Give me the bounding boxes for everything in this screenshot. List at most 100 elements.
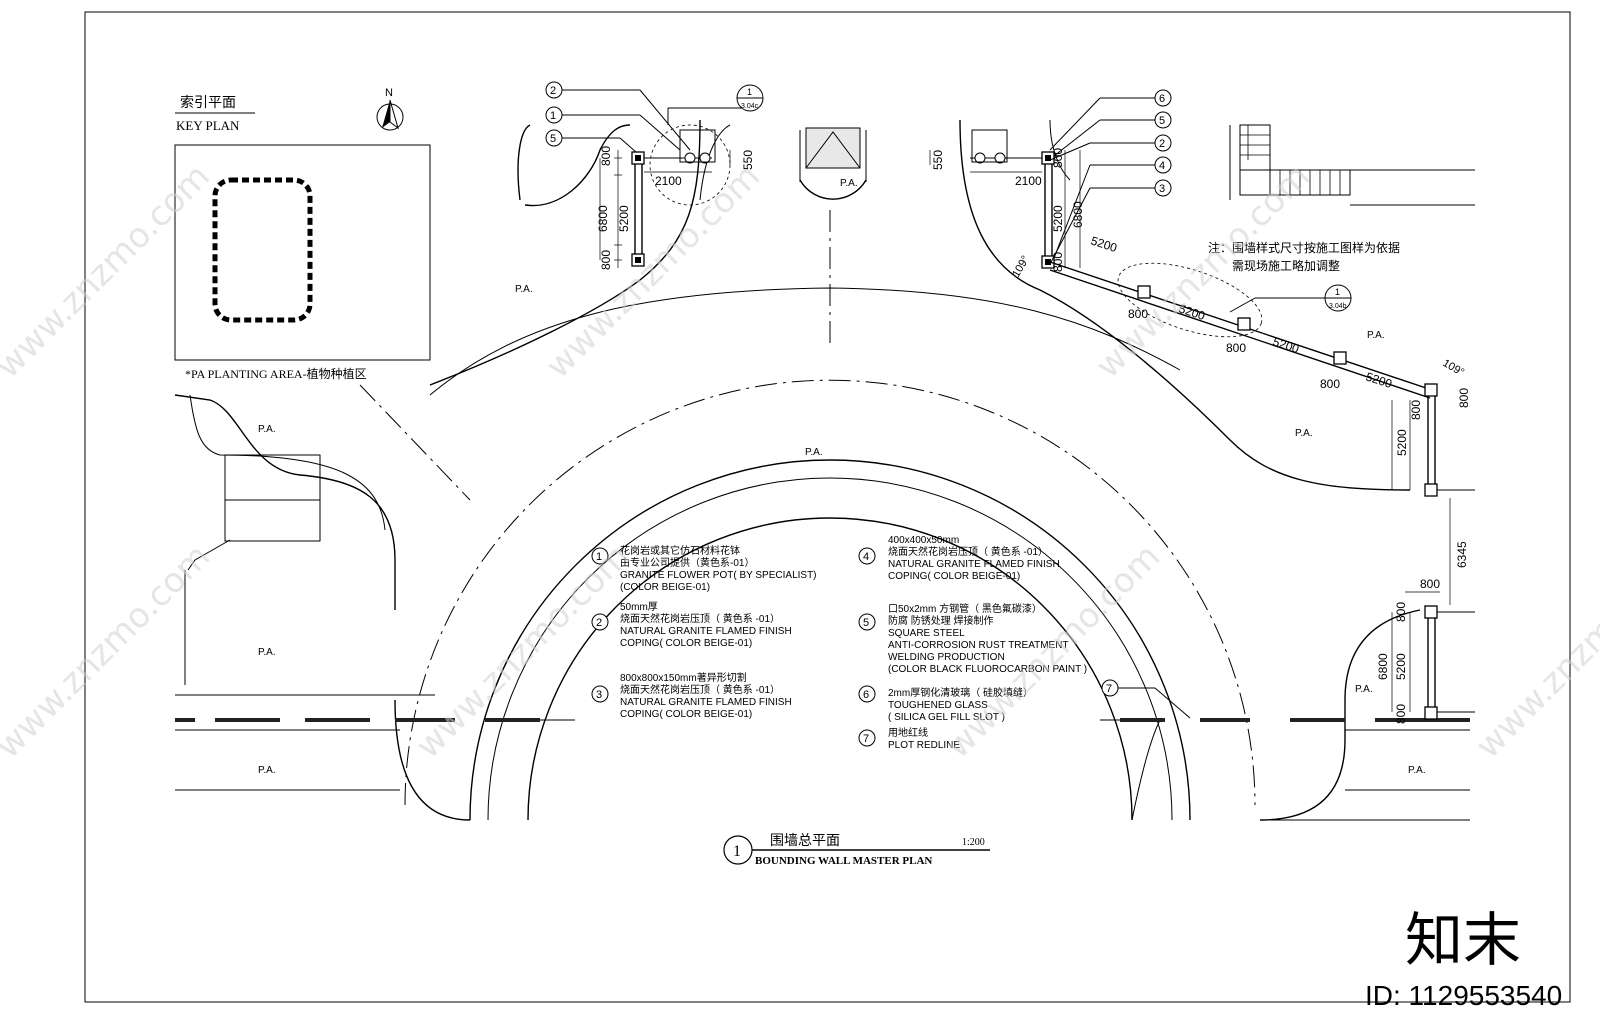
legend-2-line-3: NATURAL GRANITE FLAMED FINISH [620, 626, 792, 637]
key-plan-title-cn: 索引平面 [180, 94, 236, 110]
legend-5-line-6: (COLOR BLACK FLUOROCARBON PAINT ) [888, 664, 1087, 675]
dim-800-lower-top: 800 [1420, 577, 1440, 591]
legend-6-line-3: ( SILICA GEL FILL SLOT ) [888, 712, 1005, 723]
callout-plot-num: 7 [1106, 683, 1112, 695]
dim-5200-right: 5200 [1051, 205, 1065, 232]
dim-5200-left: 5200 [617, 205, 631, 232]
dim-800-lower-v1: 800 [1394, 602, 1408, 622]
drawing-frame [84, 11, 1571, 1003]
dim-800-right-bottom: 800 [1051, 252, 1065, 272]
legend-7-num: 7 [863, 733, 869, 745]
dim-800-diag-2: 800 [1226, 341, 1246, 355]
legend-2-line-2: 烧面天然花岗岩压顶（ 黄色系 -01） [620, 612, 780, 625]
callouts-left: 2 1 5 [545, 81, 691, 153]
legend-6-num: 6 [863, 689, 869, 701]
legend-6-line-2: TOUGHENED GLASS [888, 700, 988, 711]
legend-4-line-4: COPING( COLOR BEIGE-01) [888, 571, 1020, 582]
pa-label-1: P.A. [515, 284, 533, 295]
watermark-brand: 知末 [1405, 908, 1521, 973]
dim-5200-lower-v: 5200 [1394, 653, 1408, 680]
pa-label-4: P.A. [258, 424, 276, 435]
detail-ref-right-num: 1 [1335, 287, 1340, 297]
legend-1-line-3: GRANITE FLOWER POT( BY SPECIALIST) [620, 570, 817, 581]
dim-800-left-top: 800 [599, 146, 613, 166]
legend-3-line-1: 800x800x150mm著异形切割 [620, 671, 747, 684]
dim-2100-left: 2100 [655, 174, 682, 188]
dim-5200-diag-3: 5200 [1271, 335, 1301, 357]
title-en: BOUNDING WALL MASTER PLAN [755, 855, 932, 867]
legend-3-line-4: COPING( COLOR BEIGE-01) [620, 709, 752, 720]
legend-1-num: 1 [596, 551, 602, 563]
callout-left-1: 2 [550, 85, 556, 97]
dim-5200-diag-4: 5200 [1364, 370, 1394, 392]
detail-ref-right: 1 3.04b [1229, 284, 1352, 313]
callout-plot-redline: 7 [1101, 679, 1191, 719]
road-network [174, 119, 1470, 821]
right-wall [970, 124, 1475, 720]
angle-109-left: 109° [1010, 254, 1032, 280]
pa-label-5: P.A. [258, 647, 276, 658]
legend-1-line-1: 花岗岩或其它仿石材料花钵 [620, 544, 740, 557]
legend-1-line-4: (COLOR BEIGE-01) [620, 582, 710, 593]
callout-right-5: 3 [1159, 183, 1165, 195]
dim-800-right-top: 800 [1051, 148, 1065, 168]
legend-3-line-2: 烧面天然花岗岩压顶（ 黄色系 -01） [620, 683, 780, 696]
pa-label-10: P.A. [1408, 765, 1426, 776]
dim-800-diag-3: 800 [1320, 377, 1340, 391]
key-plan-site-outline [212, 177, 313, 323]
dim-6345: 6345 [1455, 541, 1469, 568]
callout-right-3: 2 [1159, 138, 1165, 150]
legend-4-line-3: NATURAL GRANITE FLAMED FINISH [888, 559, 1060, 570]
legend-3-line-3: NATURAL GRANITE FLAMED FINISH [620, 697, 792, 708]
pa-label-2: P.A. [840, 178, 858, 189]
key-plan-title-en: KEY PLAN [176, 118, 240, 133]
callout-right-1: 6 [1159, 93, 1165, 105]
watermark-site-7: www.znzmo.com [1468, 536, 1600, 766]
pa-label-7: P.A. [1367, 330, 1385, 341]
callouts-right: 6 5 2 4 3 [1049, 89, 1172, 265]
legend-5-line-5: WELDING PRODUCTION [888, 652, 1005, 663]
detail-ref-right-sheet: 3.04b [1329, 303, 1347, 310]
dim-800-right-v2: 800 [1457, 388, 1471, 408]
note-line-1: 注：围墙样式尺寸按施工图样为依据 [1208, 240, 1400, 255]
dim-6800-right: 6800 [1071, 201, 1085, 228]
detail-ref-top-num: 1 [747, 87, 752, 97]
dim-800-left-bottom: 800 [599, 250, 613, 270]
callout-right-2: 5 [1159, 115, 1165, 127]
legend-7-line-2: PLOT REDLINE [888, 740, 960, 751]
pa-label-8: P.A. [1295, 428, 1313, 439]
dim-2100-right: 2100 [1015, 174, 1042, 188]
dim-800-lower-v2: 800 [1394, 704, 1408, 724]
callout-left-3: 5 [550, 133, 556, 145]
dim-5200-right-v: 5200 [1395, 429, 1409, 456]
legend-6-line-1: 2mm厚钢化清玻璃（ 硅胶填缝） [888, 686, 1033, 699]
dim-6800-lower-v: 6800 [1376, 653, 1390, 680]
key-plan: 索引平面 KEY PLAN N *PA PLANTING AREA-植物种植区 [174, 87, 431, 381]
legend-5-num: 5 [863, 617, 869, 629]
pa-label-6: P.A. [258, 765, 276, 776]
title-num: 1 [733, 843, 741, 860]
watermark-site-1: www.znzmo.com [0, 156, 218, 386]
legend-4-line-2: 烧面天然花岗岩压顶（ 黄色系 -01） [888, 545, 1048, 558]
title-scale: 1:200 [962, 837, 985, 848]
legend-2-line-1: 50mm厚 [620, 601, 658, 613]
legend-2-line-4: COPING( COLOR BEIGE-01) [620, 638, 752, 649]
detail-ref-top-sheet: 3.04c [741, 103, 759, 110]
pa-label-9: P.A. [1355, 684, 1373, 695]
callout-left-2: 1 [550, 110, 556, 122]
watermark-id: ID: 1129553540 [1365, 980, 1562, 1011]
dim-800-right-v1: 800 [1409, 400, 1423, 420]
legend-4-line-1: 400x400x50mm [888, 535, 959, 546]
legend-2-num: 2 [596, 617, 602, 629]
legend-5-line-1: 口50x2mm 方钢管（ 黑色氟碳漆） [888, 602, 1042, 615]
pa-label-3: P.A. [805, 447, 823, 458]
legend-5-line-3: SQUARE STEEL [888, 628, 965, 639]
dim-550-right: 550 [931, 150, 945, 170]
legend-4-num: 4 [863, 551, 869, 563]
dim-550-left: 550 [741, 150, 755, 170]
key-plan-frame [174, 144, 431, 361]
title-block: 1 围墙总平面 1:200 BOUNDING WALL MASTER PLAN [723, 832, 990, 867]
watermark-site-5: www.znzmo.com [408, 536, 638, 766]
callout-right-4: 4 [1159, 160, 1165, 172]
